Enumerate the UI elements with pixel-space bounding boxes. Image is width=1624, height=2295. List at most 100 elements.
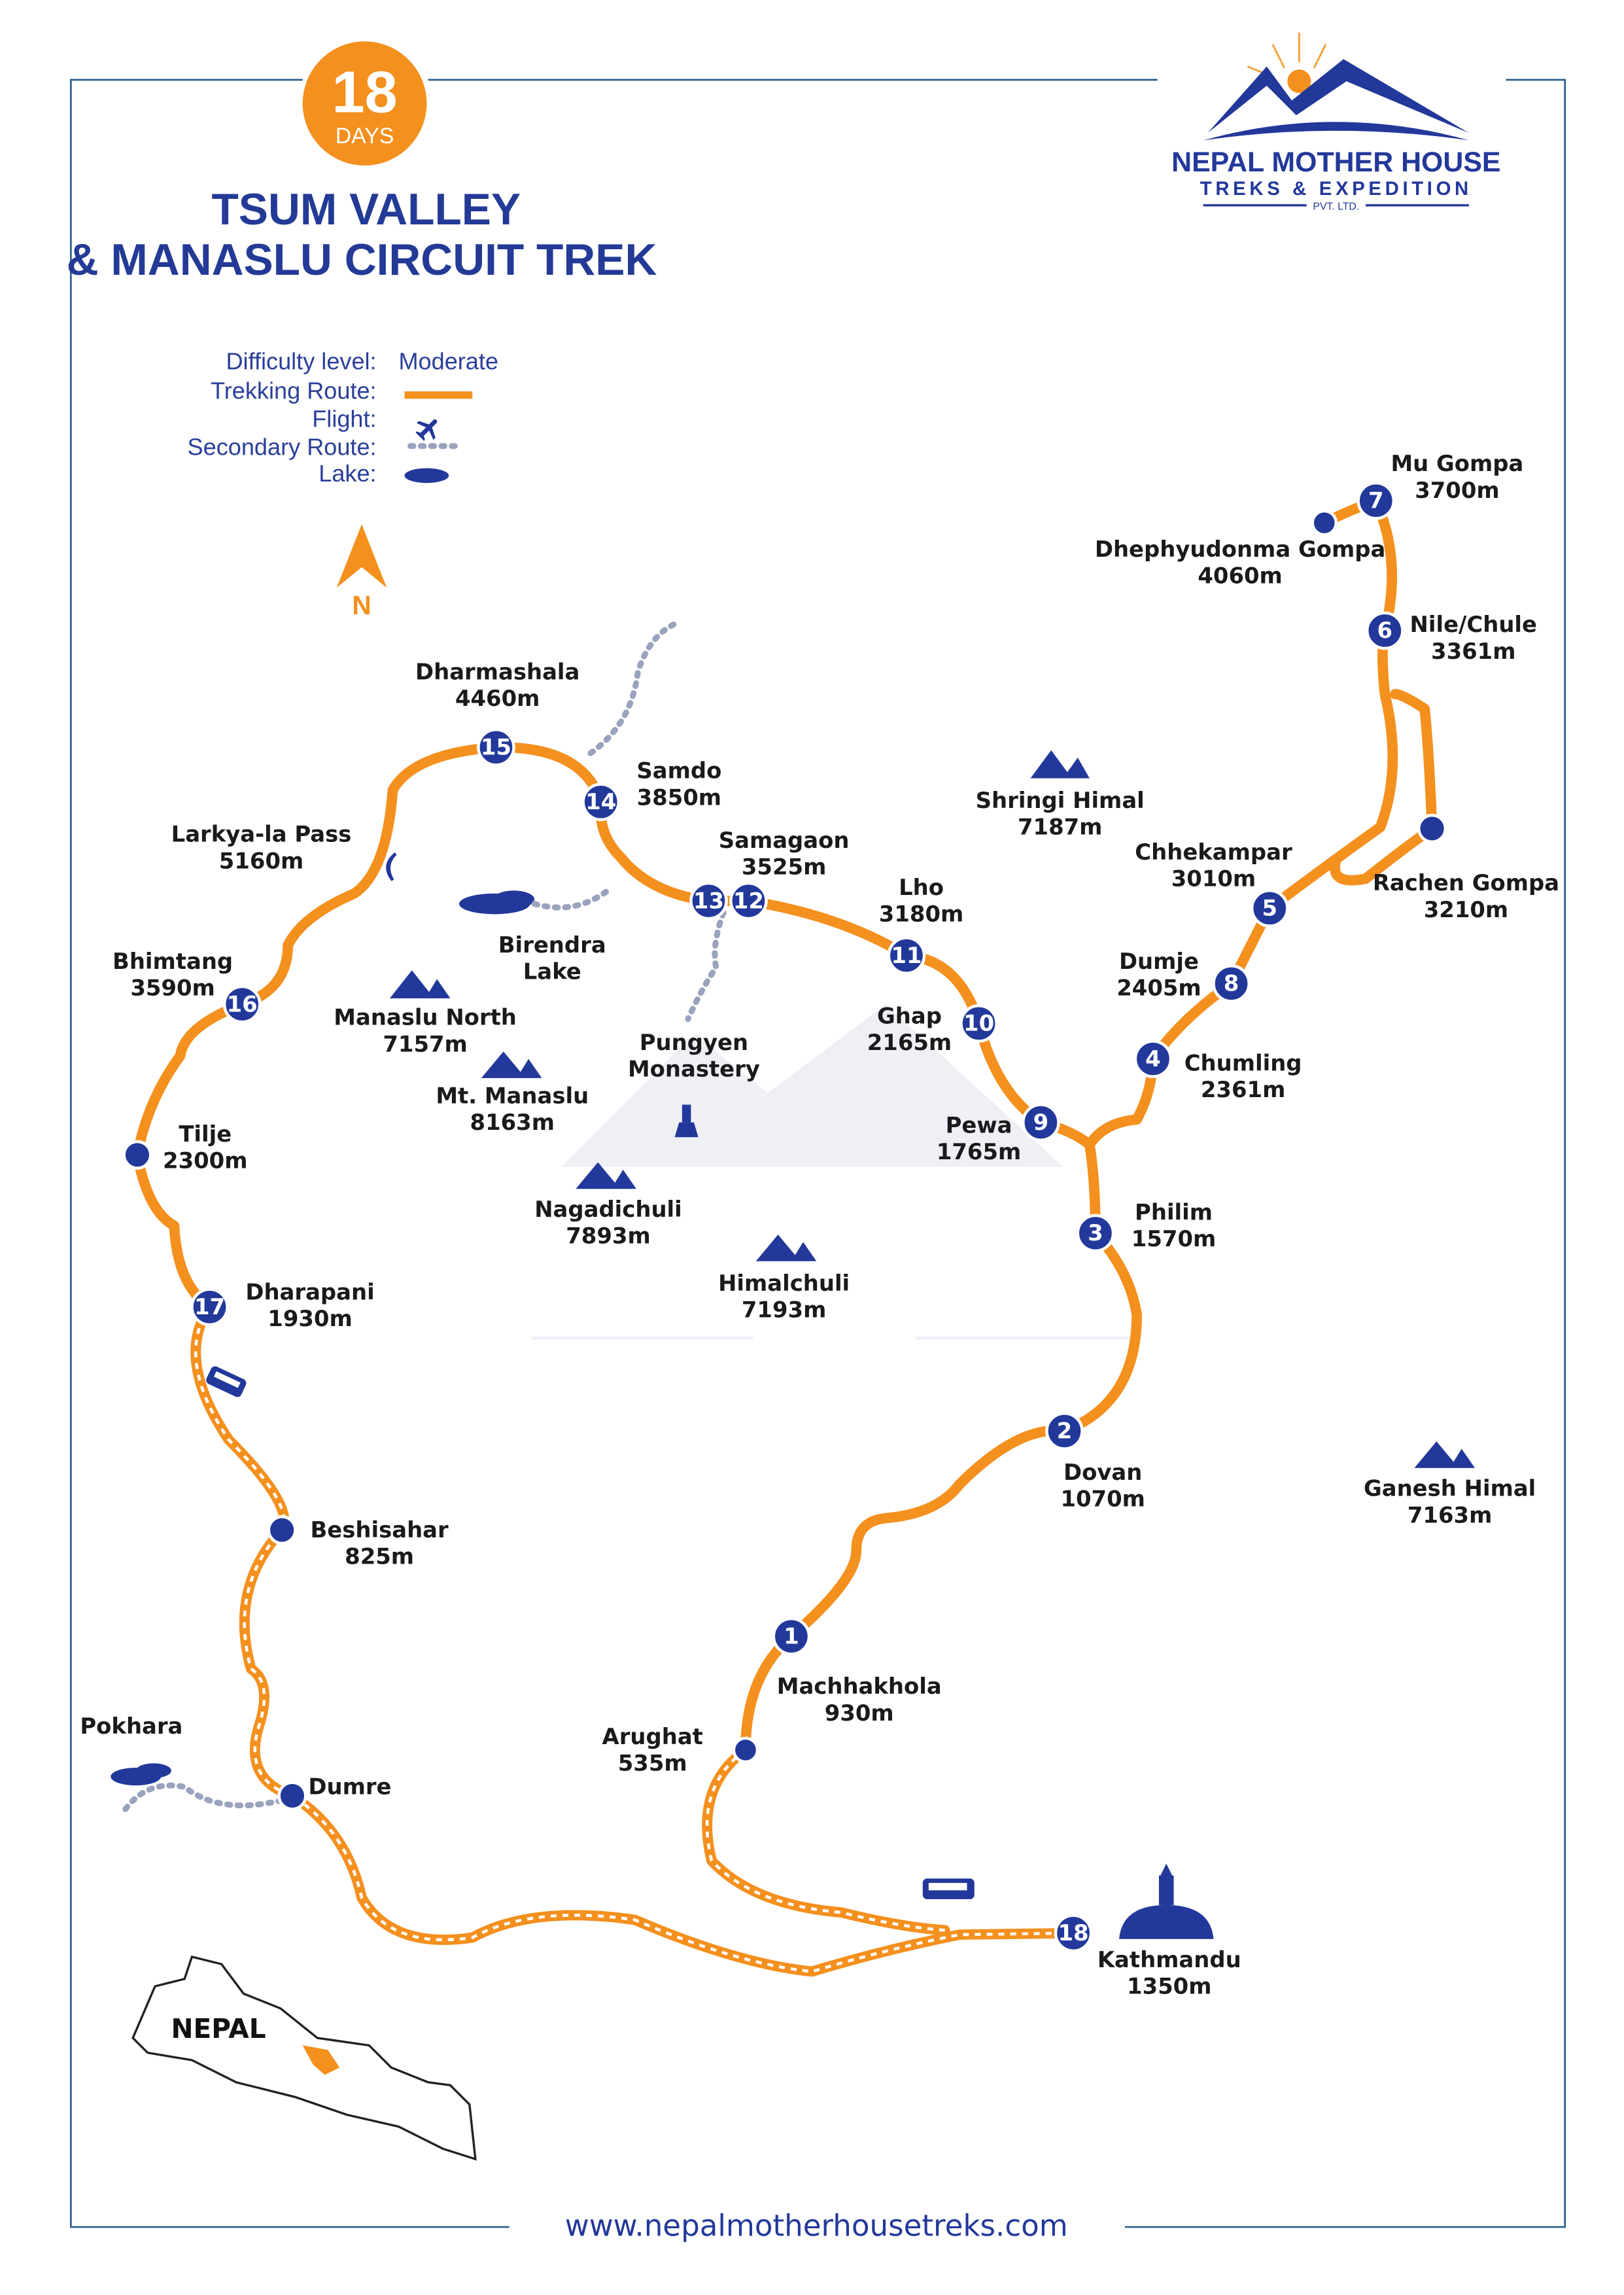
logo-pvt: PVT. LTD. bbox=[1313, 201, 1359, 213]
place-altitude: 7893m bbox=[566, 1223, 650, 1249]
place-name: Ganesh Himal bbox=[1364, 1476, 1536, 1501]
stop-circle bbox=[1022, 1103, 1060, 1142]
place-name: Samdo bbox=[636, 758, 721, 784]
place-name: Chhekampar bbox=[1135, 839, 1292, 865]
stop-number: 12 bbox=[733, 888, 764, 913]
place-name: Kathmandu bbox=[1097, 1947, 1241, 1972]
stop-number: 14 bbox=[585, 789, 616, 815]
stop-marker-1: 1 bbox=[772, 1617, 811, 1656]
stop-number: 11 bbox=[891, 943, 922, 968]
place-altitude: 2165m bbox=[867, 1030, 952, 1055]
dhephyudonma-dot bbox=[1311, 509, 1338, 536]
rachen-gompa-dot bbox=[1417, 813, 1447, 844]
place-altitude: 1070m bbox=[1060, 1486, 1145, 1512]
place-name: Arughat bbox=[602, 1724, 703, 1749]
place-name: Mt. Manaslu bbox=[436, 1083, 589, 1108]
monastery-icon bbox=[674, 1104, 699, 1138]
place-name: Pewa bbox=[946, 1112, 1012, 1138]
mountain-icon bbox=[1030, 750, 1090, 779]
stop-circle bbox=[1054, 1914, 1093, 1953]
place-name: Tilje bbox=[179, 1121, 232, 1147]
place-name: Dovan bbox=[1063, 1460, 1142, 1485]
frame bbox=[69, 79, 1566, 2228]
place-name: Shringi Himal bbox=[976, 788, 1145, 813]
place-altitude: 7157m bbox=[383, 1031, 467, 1057]
legend-trek-line bbox=[404, 391, 473, 399]
place-altitude: 1930m bbox=[268, 1306, 352, 1331]
stop-number: 1 bbox=[784, 1623, 799, 1649]
place-name: Manaslu North bbox=[334, 1005, 517, 1030]
stop-circle bbox=[222, 985, 262, 1024]
place-name: Mu Gompa bbox=[1391, 451, 1523, 476]
stop-circle bbox=[959, 1004, 998, 1043]
place-name: Samagaon bbox=[719, 828, 850, 853]
place-name: Ghap bbox=[877, 1003, 942, 1028]
place-altitude: 7163m bbox=[1408, 1502, 1492, 1528]
title-line2: & MANASLU CIRCUIT TREK bbox=[67, 236, 657, 285]
place-altitude: 3525m bbox=[742, 854, 826, 879]
arughat-dot bbox=[732, 1736, 759, 1764]
place-altitude: 3210m bbox=[1424, 897, 1508, 922]
stop-circle bbox=[689, 881, 728, 920]
place-name: Dharapani bbox=[245, 1279, 374, 1305]
stop-marker-17: 17 bbox=[190, 1288, 229, 1327]
stop-number: 18 bbox=[1058, 1920, 1088, 1946]
stop-circle bbox=[477, 727, 515, 767]
place-name: Larkya-la Pass bbox=[171, 822, 352, 847]
place-name: Birendra bbox=[498, 932, 606, 958]
mountains bbox=[389, 750, 1476, 1468]
place-name: Himalchuli bbox=[718, 1270, 850, 1296]
place-altitude: 4060m bbox=[1198, 563, 1282, 589]
mountain-icon bbox=[755, 1235, 817, 1261]
stop-number: 10 bbox=[963, 1011, 994, 1036]
company-logo: NEPAL MOTHER HOUSE TREKS & EXPEDITION PV… bbox=[1171, 32, 1501, 213]
legend-secondary-label: Secondary Route: bbox=[188, 433, 377, 460]
stop-marker-14: 14 bbox=[581, 782, 621, 822]
stop-number: 15 bbox=[481, 735, 511, 760]
stop-marker-15: 15 bbox=[477, 727, 515, 767]
mountain-icon bbox=[389, 970, 451, 999]
stop-marker-7: 7 bbox=[1356, 481, 1396, 520]
place-altitude: Lake bbox=[523, 959, 581, 985]
jeep-icon bbox=[206, 1366, 247, 1397]
place-altitude: Monastery bbox=[628, 1057, 760, 1082]
stop-circle bbox=[1250, 888, 1289, 928]
stop-marker-12: 12 bbox=[729, 881, 768, 920]
stop-number: 3 bbox=[1088, 1220, 1103, 1246]
stop-marker-18: 18 bbox=[1054, 1914, 1093, 1953]
place-altitude: 4460m bbox=[455, 686, 540, 711]
stop-marker-3: 3 bbox=[1076, 1214, 1115, 1253]
place-altitude: 535m bbox=[618, 1751, 687, 1776]
secondary-routes bbox=[122, 620, 727, 1812]
place-altitude: 3700m bbox=[1415, 478, 1499, 503]
days-badge: 18 DAYS bbox=[302, 41, 427, 166]
legend-lake-label: Lake: bbox=[319, 460, 376, 487]
stop-marker-2: 2 bbox=[1045, 1412, 1084, 1450]
stop-number: 17 bbox=[194, 1294, 225, 1320]
stop-marker-10: 10 bbox=[959, 1004, 998, 1043]
north-arrow-icon: N bbox=[336, 524, 387, 620]
stop-marker-9: 9 bbox=[1022, 1103, 1060, 1142]
beshisahar-dot bbox=[267, 1515, 297, 1545]
place-altitude: 2300m bbox=[163, 1148, 247, 1174]
place-altitude: 3180m bbox=[879, 902, 963, 927]
website-link[interactable]: www.nepalmotherhousetreks.com bbox=[565, 2209, 1068, 2243]
dumre-dot bbox=[277, 1781, 307, 1811]
stop-number: 7 bbox=[1368, 488, 1384, 514]
stop-circle bbox=[1133, 1040, 1173, 1078]
stop-marker-5: 5 bbox=[1250, 888, 1289, 928]
logo-name: NEPAL MOTHER HOUSE bbox=[1171, 147, 1500, 178]
pass-icon bbox=[386, 852, 397, 881]
stop-circle bbox=[1365, 611, 1404, 650]
place-name: Pokhara bbox=[80, 1713, 182, 1739]
days-unit: DAYS bbox=[336, 124, 394, 149]
place-name: Rachen Gompa bbox=[1373, 870, 1559, 896]
stop-circle bbox=[772, 1617, 811, 1656]
place-name: Lho bbox=[899, 875, 944, 900]
logo-sub: TREKS & EXPEDITION bbox=[1200, 178, 1472, 200]
place-altitude: 3361m bbox=[1431, 639, 1515, 664]
stop-circle bbox=[1045, 1412, 1084, 1450]
stop-number: 4 bbox=[1145, 1046, 1161, 1072]
nepal-inset-map: NEPAL bbox=[131, 1955, 477, 2161]
